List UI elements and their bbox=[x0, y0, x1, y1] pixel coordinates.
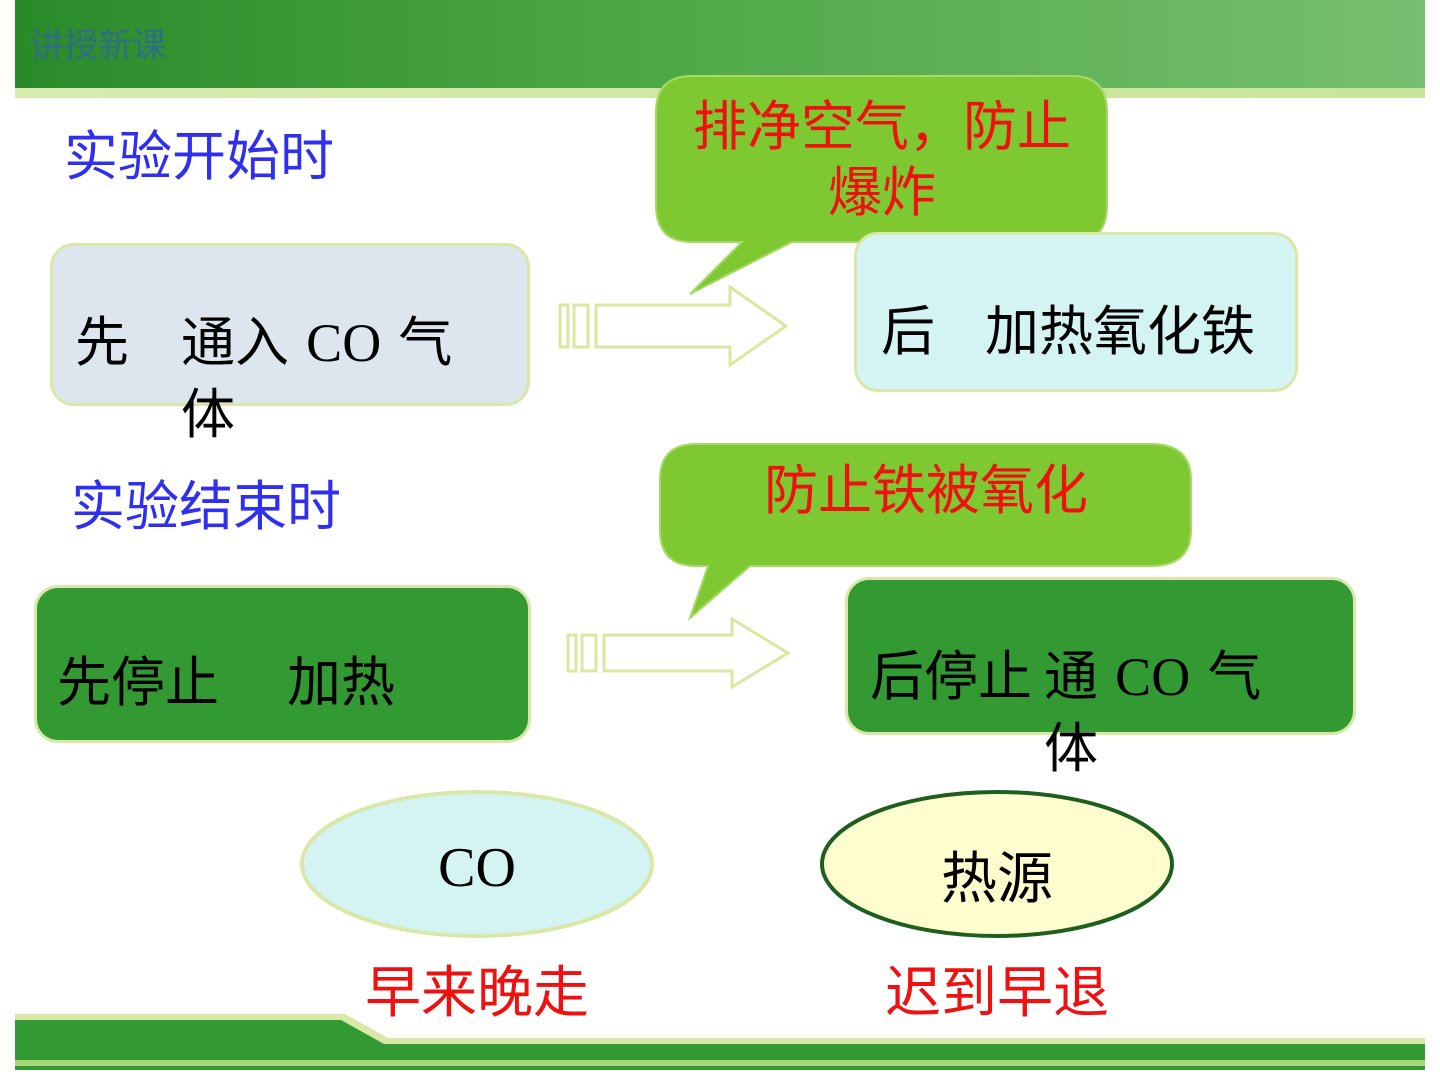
step-text-latin: CO bbox=[1115, 647, 1191, 707]
caption-heat: 迟到早退 bbox=[885, 961, 1109, 1026]
arrow-right-icon bbox=[558, 284, 789, 368]
step-text: 通入 CO 气 bbox=[181, 298, 452, 377]
step-text-part: 通 bbox=[1044, 645, 1098, 708]
step-text-part: 通入 bbox=[181, 311, 289, 374]
bubble-line: 排净空气，防止 bbox=[693, 95, 1071, 158]
step-prefix: 先 bbox=[75, 311, 129, 374]
step-prefix: 后停止 bbox=[870, 645, 1032, 708]
section-title-end: 实验结束时 bbox=[71, 475, 341, 538]
step-text: 加热氧化铁 bbox=[985, 300, 1255, 363]
speech-bubble-shape bbox=[659, 443, 1192, 622]
step-box-start-first: 先 通入 CO 气 体 bbox=[50, 243, 530, 446]
step-box-end-then: 后停止 通 CO 气 体 bbox=[845, 577, 1356, 780]
step-text-latin: CO bbox=[306, 313, 382, 373]
step-prefix: 后 bbox=[881, 300, 935, 363]
arrow-right-icon bbox=[566, 616, 791, 690]
section-title-start: 实验开始时 bbox=[64, 125, 334, 188]
step-box-start-then: 后 加热氧化铁 bbox=[854, 232, 1298, 392]
header-title: 讲授新课 bbox=[30, 26, 166, 66]
bubble-line: 爆炸 bbox=[828, 161, 936, 224]
speech-bubble-end: 防止铁被氧化 bbox=[764, 459, 1088, 522]
step-text-part: 气 bbox=[398, 311, 453, 374]
step-text: 通 CO 气 bbox=[1044, 632, 1261, 711]
summary-ellipse-heat bbox=[820, 790, 1174, 938]
caption-co: 早来晚走 bbox=[365, 961, 589, 1026]
ellipse-label-heat: 热源 bbox=[941, 847, 1053, 912]
step-text-wrap: 体 bbox=[1044, 717, 1098, 780]
step-prefix: 先停止 bbox=[57, 651, 219, 714]
step-text: 加热 bbox=[287, 651, 395, 714]
header-bar bbox=[15, 0, 1425, 88]
step-box-end-first: 先停止 加热 bbox=[34, 585, 531, 743]
step-text-part: 气 bbox=[1207, 645, 1262, 708]
ellipse-label-co: CO bbox=[438, 837, 516, 899]
step-text-wrap: 体 bbox=[181, 383, 235, 446]
footer-bar bbox=[15, 1014, 1425, 1070]
speech-bubble-start: 排净空气，防止 爆炸 bbox=[652, 94, 1112, 226]
summary-ellipse-co bbox=[300, 790, 654, 938]
